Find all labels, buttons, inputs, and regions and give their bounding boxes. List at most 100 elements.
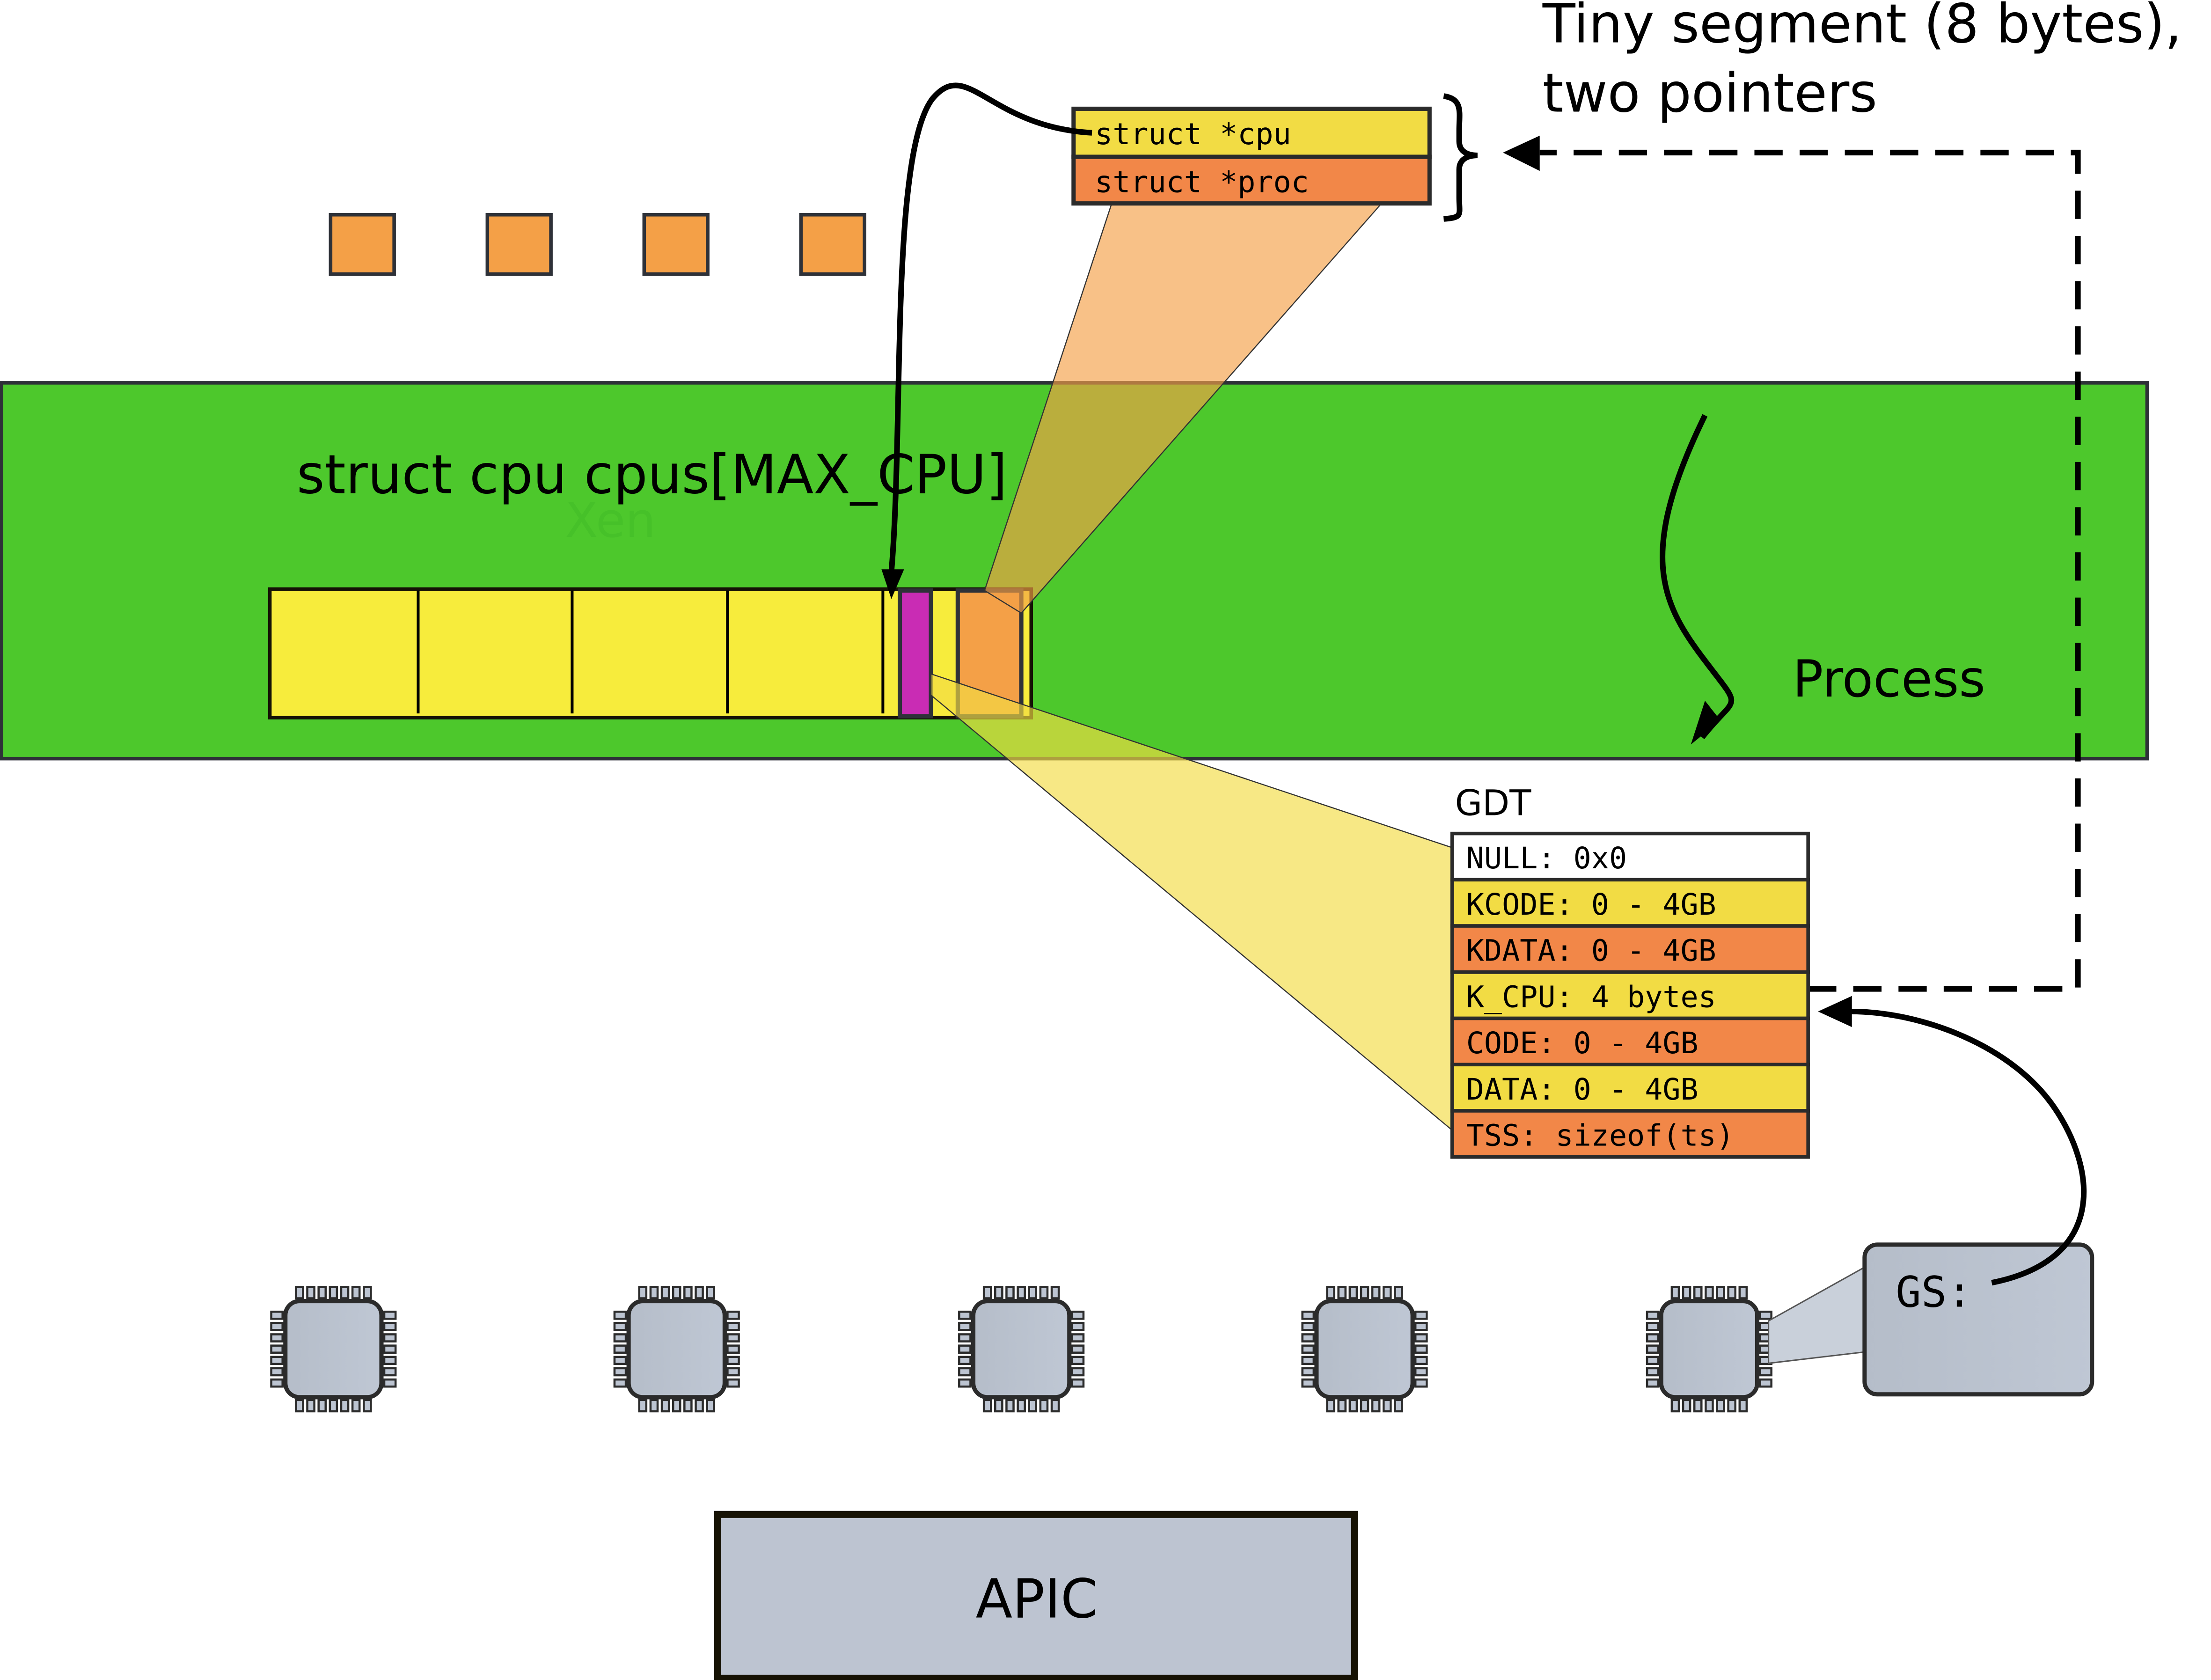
cpu-pin: [1348, 1399, 1358, 1413]
cpu-chips: [270, 1286, 1772, 1413]
cpu-pin: [1039, 1399, 1049, 1413]
cpu-pin: [1727, 1286, 1736, 1299]
cpu-pin: [1414, 1310, 1428, 1320]
cpu-pin: [1326, 1399, 1335, 1413]
cpu-pin: [1028, 1286, 1038, 1299]
cpu-pin: [1301, 1333, 1315, 1343]
tiny-segment: struct *cpu struct *proc: [1071, 106, 1432, 206]
cpu-pin: [683, 1399, 693, 1413]
process-arrow-head: [1691, 700, 1721, 745]
cpus-array-label: struct cpu cpus[MAX_CPU]: [297, 444, 1007, 506]
cpu-pin: [994, 1286, 1003, 1299]
cpu-pin: [1050, 1399, 1060, 1413]
cpu-pin: [295, 1286, 304, 1299]
gdt-row: [1450, 831, 1810, 882]
gdt-row: [1450, 878, 1810, 928]
cpu-pin: [1071, 1333, 1085, 1343]
cpu-pin: [1738, 1286, 1748, 1299]
cpu-pin: [1414, 1367, 1428, 1377]
cpu-pin: [706, 1286, 715, 1299]
cpu-pin: [726, 1344, 740, 1354]
gdt-row-label: DATA: 0 - 4GB: [1466, 1072, 1699, 1107]
cpu-pin: [672, 1399, 681, 1413]
cpu-pin: [362, 1286, 372, 1299]
cpu-pin: [1646, 1356, 1660, 1365]
k-cpu-dashed-connector: [1539, 149, 2081, 992]
cpu-pin: [329, 1399, 338, 1413]
cpu-pin: [1017, 1286, 1026, 1299]
cpu-pin: [351, 1399, 361, 1413]
gdt-row-label: K_CPU: 4 bytes: [1466, 979, 1716, 1014]
cpu-pin: [613, 1310, 627, 1320]
cpu-chip-body: [283, 1299, 384, 1400]
cpu-pin: [1727, 1399, 1736, 1413]
cpu-pin: [1716, 1399, 1725, 1413]
gdt-row-label: NULL: 0x0: [1466, 841, 1627, 875]
cpu-pin: [1394, 1399, 1403, 1413]
cpu-pin: [1738, 1399, 1748, 1413]
cpu-local-segment-cell: [898, 588, 933, 719]
small-square: [642, 213, 710, 276]
cpu-pin: [317, 1399, 327, 1413]
cpu-pin: [613, 1322, 627, 1331]
cpu-pin: [1759, 1367, 1772, 1377]
tiny-segment-brace: [1443, 93, 1478, 222]
cpu-pin: [958, 1333, 972, 1343]
cpu-pin: [1005, 1286, 1015, 1299]
gs-register-label: GS:: [1896, 1268, 1972, 1317]
cpu-pin: [383, 1310, 397, 1320]
cpu-pin: [726, 1378, 740, 1388]
cpu-pin: [1705, 1399, 1714, 1413]
cpu-pin: [695, 1399, 704, 1413]
cpu-pin: [1337, 1399, 1347, 1413]
cpu-pin: [982, 1399, 992, 1413]
cpu-pin: [1646, 1367, 1660, 1377]
cpu-pin: [270, 1356, 284, 1365]
cpu-pin: [1071, 1378, 1085, 1388]
cpu-pin: [958, 1344, 972, 1354]
cpu-pin: [1301, 1322, 1315, 1331]
cpu-pin: [1693, 1399, 1703, 1413]
cpu-pointer-arrow-head: [881, 569, 904, 599]
gdt-row: [1450, 970, 1810, 1020]
cpu-pin: [1759, 1378, 1772, 1388]
cpu-pin: [726, 1322, 740, 1331]
cpu-pin: [982, 1286, 992, 1299]
cpu-chip-body: [1314, 1299, 1415, 1400]
cpu-pin: [1646, 1310, 1660, 1320]
cpu-pin: [1301, 1356, 1315, 1365]
cpu-pin: [1050, 1286, 1060, 1299]
gdt-row: [1450, 1109, 1810, 1159]
cpu-chip-icon: [958, 1286, 1085, 1413]
cpu-pin: [1371, 1286, 1381, 1299]
cpu-pin: [1301, 1367, 1315, 1377]
cpu-chip-icon: [1646, 1286, 1772, 1413]
cpu-pin: [958, 1378, 972, 1388]
cpu-pin: [1326, 1286, 1335, 1299]
cpu-pin: [1301, 1310, 1315, 1320]
cpu-pin: [613, 1367, 627, 1377]
cpu-pointer-arrow: [888, 82, 1092, 572]
cpu-pin: [1414, 1378, 1428, 1388]
cpu-pin: [660, 1286, 670, 1299]
cpu-pin: [638, 1399, 648, 1413]
cpu-pin: [1693, 1286, 1703, 1299]
cpu-pin: [270, 1367, 284, 1377]
cpu-pin: [1071, 1310, 1085, 1320]
cpu-pin: [726, 1333, 740, 1343]
tiny-segment-proc-label: struct *proc: [1095, 164, 1309, 199]
cpu-pin: [726, 1356, 740, 1365]
cpu-pin: [1301, 1378, 1315, 1388]
cpu-pin: [383, 1367, 397, 1377]
small-square: [485, 213, 553, 276]
cpu-pin: [383, 1356, 397, 1365]
cpu-pin: [1414, 1333, 1428, 1343]
cpu-pin: [1646, 1333, 1660, 1343]
cpu-pin: [706, 1399, 715, 1413]
cpu-pin: [1382, 1399, 1392, 1413]
cpu-pin: [1670, 1286, 1680, 1299]
cpu-pin: [613, 1356, 627, 1365]
